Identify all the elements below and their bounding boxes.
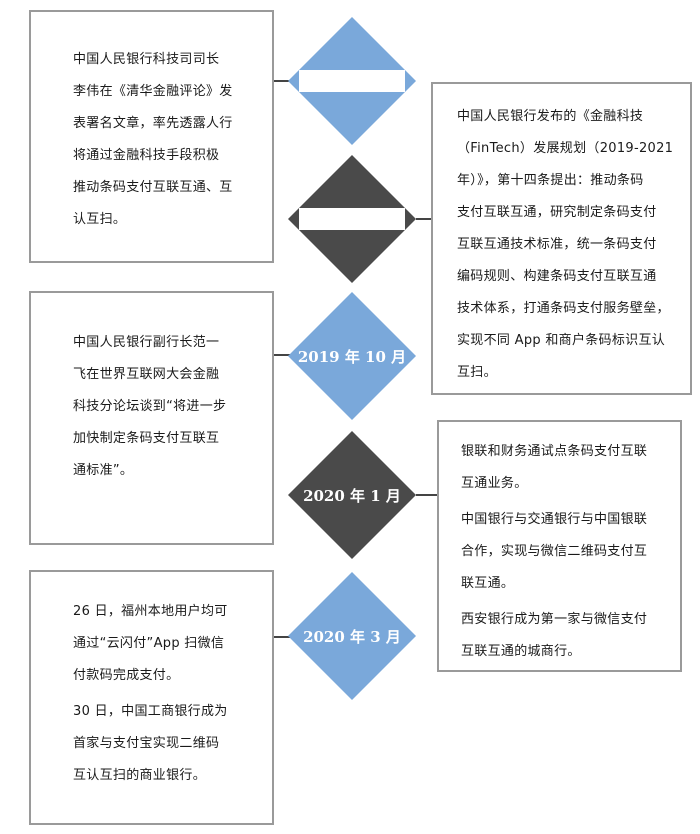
diamond-shape-3 — [288, 292, 416, 420]
diamond-shape-5 — [288, 572, 416, 700]
connector-5 — [274, 636, 290, 638]
event-box-5: 26 日，福州本地用户均可 通过“云闪付”App 扫微信 付款码完成支付。 30… — [29, 570, 274, 825]
event-text-4b: 中国银行与交通银行与中国银联 合作，实现与微信二维码支付互 联互通。 — [461, 512, 648, 591]
event-text-2: 中国人民银行发布的《金融科技 （FinTech）发展规划（2019-2021 年… — [457, 109, 674, 380]
milestone-diamond-2 — [288, 155, 416, 283]
diamond-shape-4 — [288, 431, 416, 559]
event-text-4a: 银联和财务通试点条码支付互联 互通业务。 — [461, 444, 648, 491]
event-text-4c: 西安银行成为第一家与微信支付 互联互通的城商行。 — [461, 612, 648, 659]
event-text-1: 中国人民银行科技司司长 李伟在《清华金融评论》发 表署名文章，率先透露人行 将通… — [73, 52, 233, 227]
milestone-diamond-2020-01: 2020 年 1 月 — [288, 431, 416, 559]
event-text-5b: 30 日，中国工商银行成为 首家与支付宝实现二维码 互认互扫的商业银行。 — [73, 704, 228, 783]
event-box-4: 银联和财务通试点条码支付互联 互通业务。 中国银行与交通银行与中国银联 合作，实… — [437, 420, 682, 672]
connector-4 — [416, 494, 438, 496]
connector-1 — [274, 80, 290, 82]
milestone-date-label: 2020 年 3 月 — [303, 627, 401, 646]
event-box-1: 中国人民银行科技司司长 李伟在《清华金融评论》发 表署名文章，率先透露人行 将通… — [29, 10, 274, 263]
connector-2 — [416, 218, 432, 220]
event-text-5a: 26 日，福州本地用户均可 通过“云闪付”App 扫微信 付款码完成支付。 — [73, 604, 228, 683]
event-box-3: 中国人民银行副行长范一 飞在世界互联网大会金融 科技分论坛谈到“将进一步 加快制… — [29, 291, 274, 545]
event-text-3: 中国人民银行副行长范一 飞在世界互联网大会金融 科技分论坛谈到“将进一步 加快制… — [73, 335, 227, 478]
milestone-date-label: 2020 年 1 月 — [303, 486, 401, 505]
milestone-diamond-2019-10: 2019 年 10 月 — [288, 292, 416, 420]
diamond-label-bar-2 — [299, 208, 405, 230]
connector-3 — [274, 354, 290, 356]
event-box-2: 中国人民银行发布的《金融科技 （FinTech）发展规划（2019-2021 年… — [431, 82, 692, 395]
milestone-diamond-1 — [288, 17, 416, 145]
milestone-diamond-2020-03: 2020 年 3 月 — [288, 572, 416, 700]
diamond-label-bar-1 — [299, 70, 405, 92]
milestone-date-label: 2019 年 10 月 — [297, 347, 407, 366]
